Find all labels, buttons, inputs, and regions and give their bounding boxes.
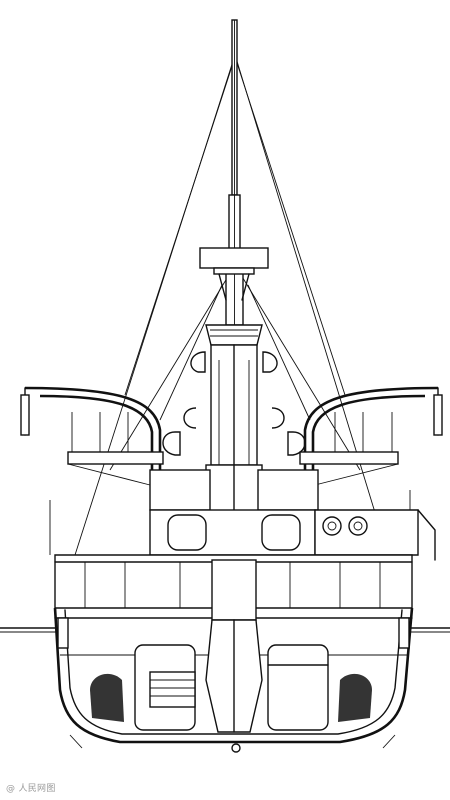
watermark-text: @ 人民网图 [6, 784, 56, 794]
waterline [0, 627, 450, 633]
engine-room [134, 559, 329, 733]
ventilator-cowls [162, 351, 306, 456]
upper-gangways [49, 412, 411, 555]
boat-davits [20, 386, 443, 470]
coal-bunkers [90, 673, 372, 722]
mast-platform [199, 247, 269, 301]
mast [225, 19, 244, 326]
funnel [205, 324, 263, 561]
superstructure [149, 469, 436, 561]
